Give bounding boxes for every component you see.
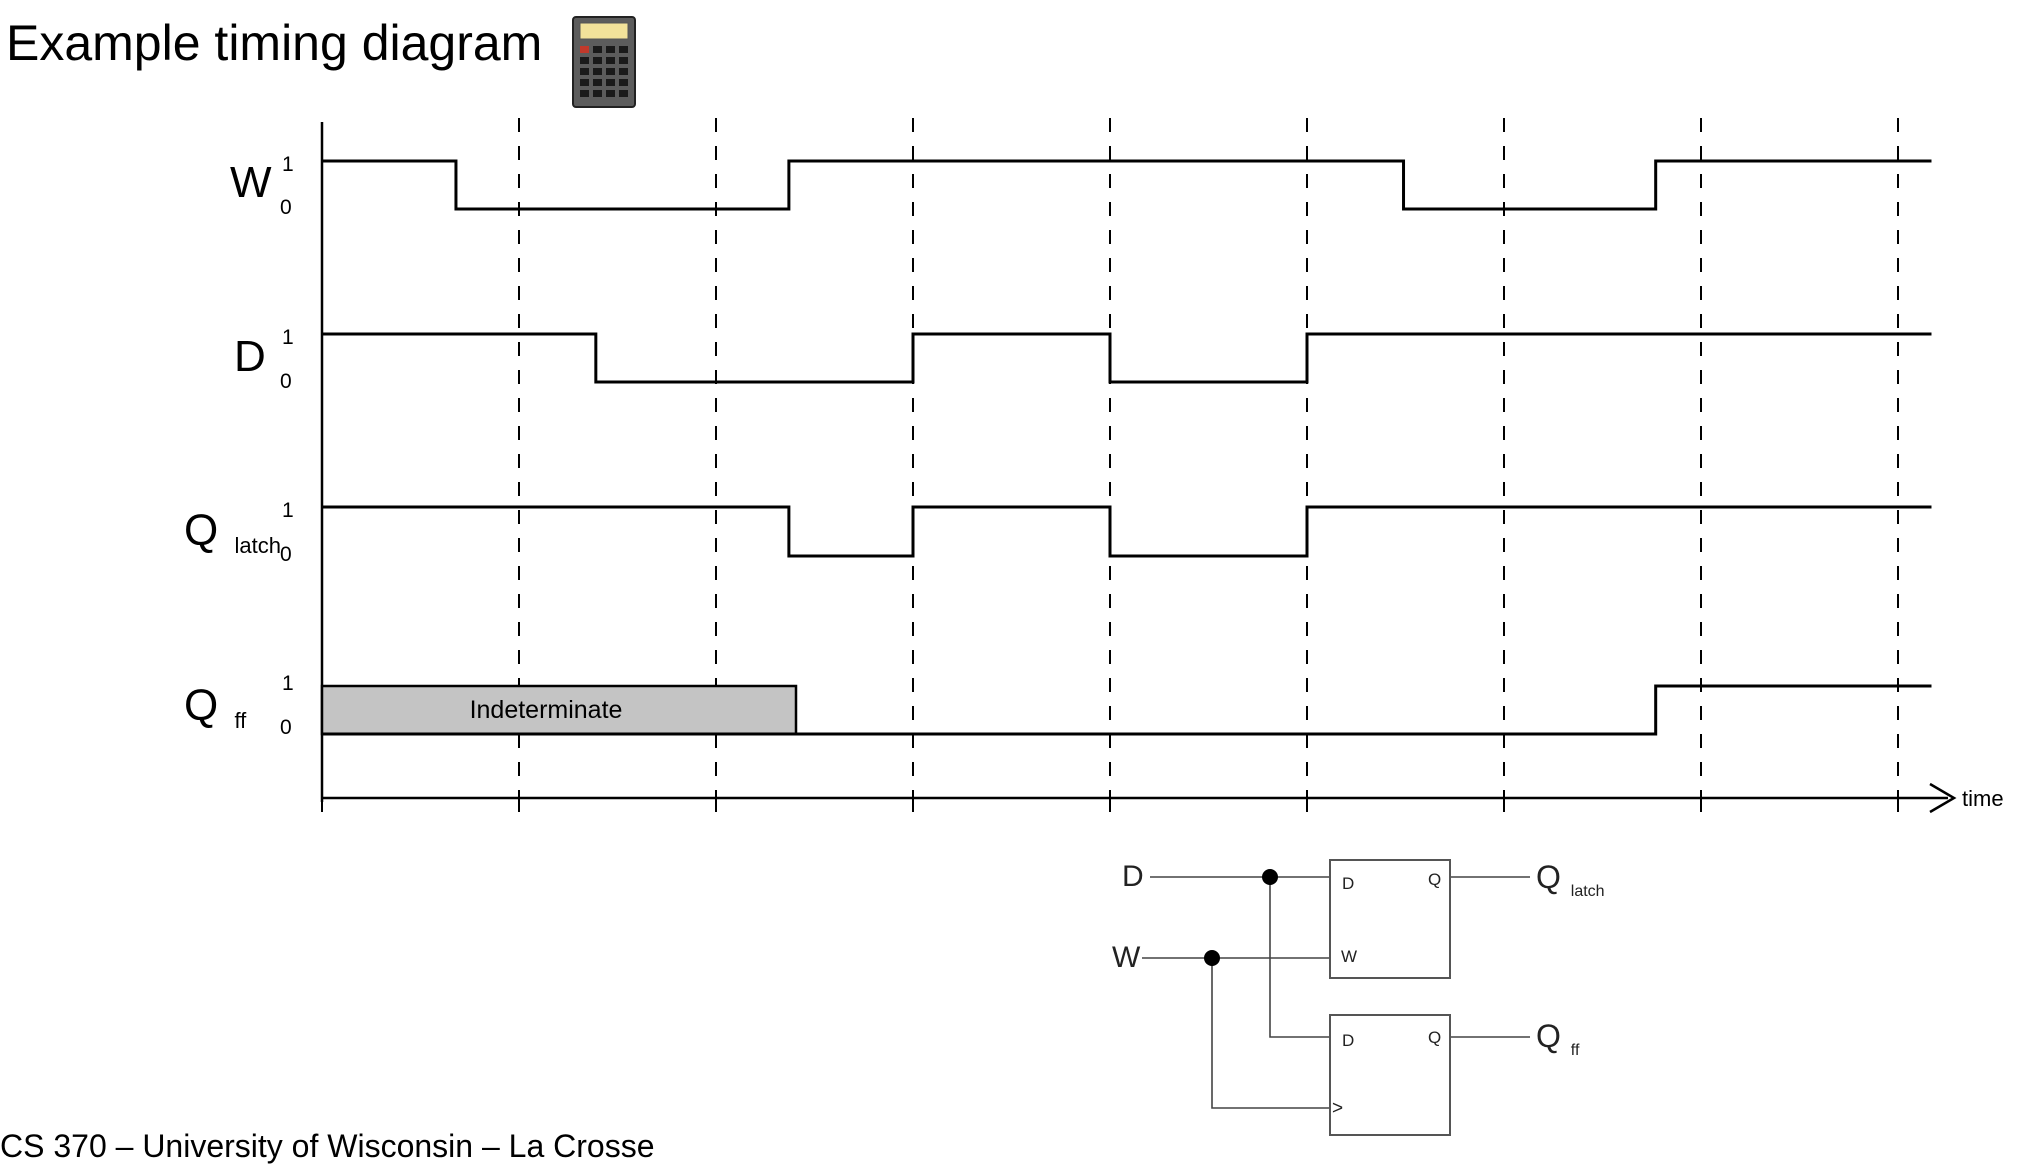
w-level-high: 1 (282, 153, 294, 176)
circuit-output-qlatch: Q latch (1536, 859, 1605, 900)
output-qff-sub: ff (1571, 1042, 1580, 1059)
signal-name-qff: Q ff (184, 681, 247, 733)
signal-qlatch-label: Q (184, 506, 218, 555)
circuit-input-w: W (1112, 941, 1141, 974)
footer-text: CS 370 – University of Wisconsin – La Cr… (0, 1128, 655, 1164)
signal-qff-label: Q (184, 681, 218, 730)
waveform-qff (322, 684, 1932, 736)
flipflop-pin-d: D (1342, 1031, 1354, 1050)
wire-d-branch (1269, 877, 1330, 1038)
signal-name-qlatch: Q latch (184, 506, 281, 558)
latch-box (1329, 859, 1451, 979)
output-qlatch-label: Q (1536, 859, 1561, 895)
page-title: Example timing diagram (6, 15, 543, 71)
time-axis-arrow (1929, 782, 1957, 814)
circuit-input-d: D (1122, 860, 1144, 893)
time-axis-label: time (1962, 786, 2004, 811)
qlatch-level-high: 1 (282, 499, 294, 522)
qff-level-high: 1 (282, 672, 294, 695)
output-qff-label: Q (1536, 1018, 1561, 1054)
indeterminate-label: Indeterminate (470, 696, 623, 724)
signal-name-w: W (230, 158, 272, 207)
waveform-qlatch (322, 505, 1932, 558)
latch-pin-w: W (1341, 947, 1357, 966)
flipflop-pin-q: Q (1428, 1028, 1441, 1047)
d-level-low: 0 (280, 370, 292, 393)
flipflop-pin-clk: > (1332, 1098, 1343, 1119)
wire-w-branch (1211, 958, 1330, 1109)
waveform-d (322, 332, 1932, 384)
signal-w-label: W (230, 158, 272, 207)
signal-name-d: D (234, 332, 266, 381)
latch-pin-q: Q (1428, 870, 1441, 889)
signal-qlatch-sub: latch (234, 533, 280, 558)
w-level-low: 0 (280, 196, 292, 219)
d-level-high: 1 (282, 326, 294, 349)
signal-qff-sub: ff (234, 708, 247, 733)
junction-d (1262, 869, 1278, 885)
qlatch-level-low: 0 (280, 543, 292, 566)
calculator-icon (572, 16, 636, 108)
signal-d-label: D (234, 332, 266, 381)
output-qlatch-sub: latch (1571, 883, 1605, 900)
circuit-output-qff: Q ff (1536, 1018, 1580, 1059)
indeterminate-region (320, 684, 798, 736)
circuit-schematic (1142, 859, 1530, 1136)
flipflop-box (1329, 1014, 1451, 1136)
junction-w (1204, 950, 1220, 966)
waveforms (322, 159, 1932, 736)
latch-pin-d: D (1342, 874, 1354, 893)
waveform-w (322, 159, 1932, 211)
qff-level-low: 0 (280, 716, 292, 739)
